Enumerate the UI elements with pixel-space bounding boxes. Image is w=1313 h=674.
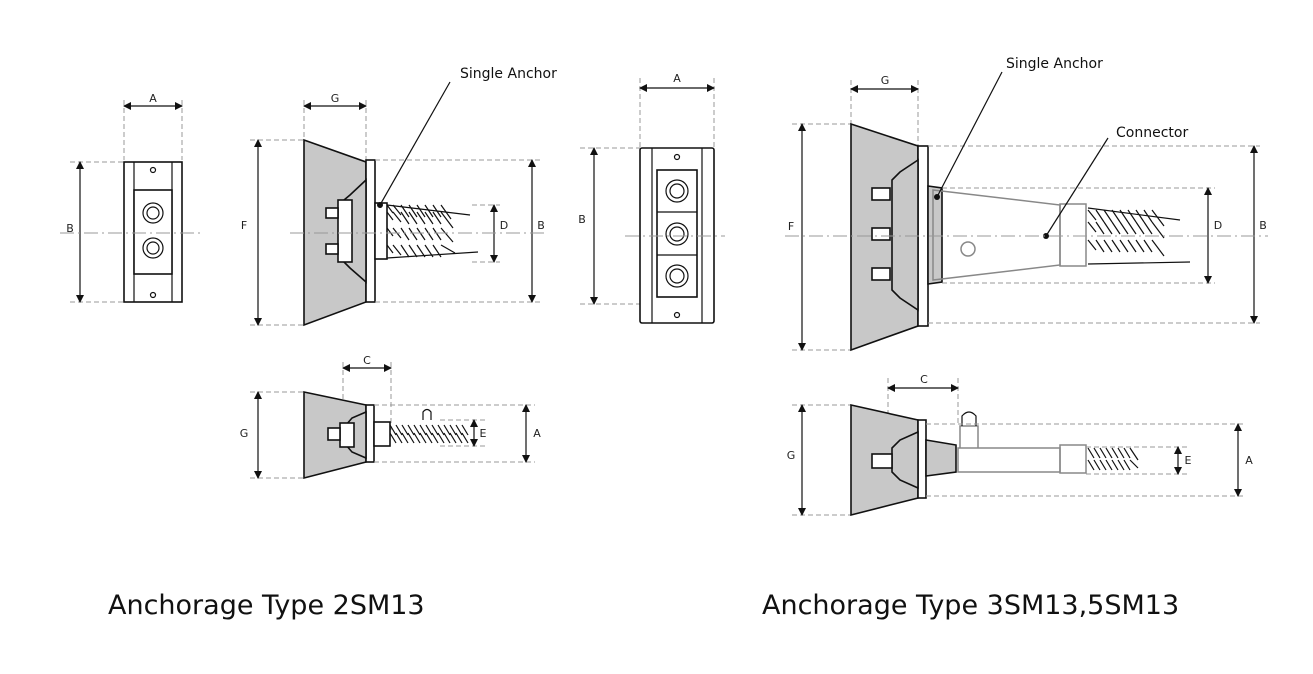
dim-label-d: D — [500, 219, 508, 232]
dim-label-f: F — [788, 220, 794, 233]
dim-label-g: G — [787, 449, 796, 462]
callout-single-anchor-right: Single Anchor — [1006, 56, 1103, 72]
side-view-3sm13: G F D B Single Anchor Connect — [785, 56, 1268, 352]
top-view-3sm13: C G E A — [787, 373, 1253, 517]
top-view-2sm13: C G E A — [240, 354, 541, 480]
callout-connector: Connector — [1116, 125, 1188, 141]
dim-label-d: D — [1214, 219, 1222, 232]
dim-label-b: B — [537, 219, 545, 232]
dim-label-a: A — [533, 427, 541, 440]
dim-label-a: A — [1245, 454, 1253, 467]
dim-label-g: G — [881, 74, 890, 87]
side-view-2sm13: G F D B Single Anchor — [241, 66, 557, 327]
dim-label-g: G — [240, 427, 249, 440]
dim-label-f: F — [241, 219, 247, 232]
front-view-3sm13: A B — [578, 72, 725, 324]
dim-label-e: E — [480, 427, 487, 440]
dim-label-b: B — [578, 213, 586, 226]
dim-label-c: C — [363, 354, 371, 367]
dim-label-e: E — [1185, 454, 1192, 467]
dim-label-b: B — [1259, 219, 1267, 232]
dim-label-a: A — [149, 92, 157, 105]
dim-label-c: C — [920, 373, 928, 386]
caption-2sm13: Anchorage Type 2SM13 — [108, 590, 425, 621]
dim-label-a: A — [673, 72, 681, 85]
front-view-2sm13: A B — [60, 92, 200, 303]
callout-single-anchor: Single Anchor — [460, 66, 557, 82]
dim-label-b: B — [66, 222, 74, 235]
caption-3sm13-5sm13: Anchorage Type 3SM13,5SM13 — [762, 590, 1179, 621]
dim-label-g: G — [331, 92, 340, 105]
